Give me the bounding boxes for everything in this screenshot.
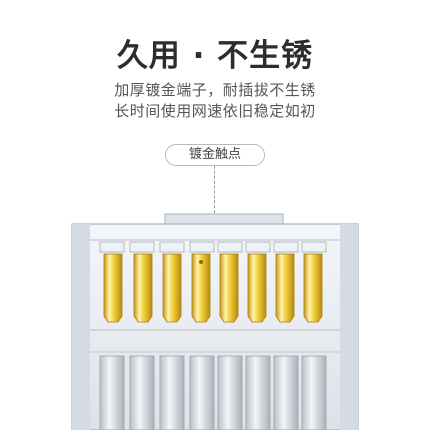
gold-contact-1 [103, 253, 123, 323]
gold-contact-3 [162, 253, 182, 323]
gold-contact-5 [219, 253, 239, 323]
subtitle-line-1: 加厚镀金端子，耐插拔不生锈 [114, 81, 316, 99]
gold-contact-callout: 镀金触点 [165, 144, 265, 166]
gold-contact-2 [133, 253, 153, 323]
subtitle-line-2: 长时间使用网速依旧稳定如初 [114, 102, 316, 120]
plug-right-edge [340, 224, 358, 430]
callout-leader-line [214, 166, 216, 218]
gold-contact-7 [275, 253, 295, 323]
contact-slots [99, 241, 327, 253]
gold-contact-8 [303, 253, 323, 323]
gold-contact-6 [247, 253, 267, 323]
gold-contact-4 [191, 253, 211, 323]
plug-top-ridge [164, 213, 284, 225]
headline: 久用 · 不生锈 [116, 38, 314, 74]
gold-contacts [103, 253, 323, 323]
plug-left-edge [72, 224, 90, 430]
wire-channels [99, 355, 327, 430]
